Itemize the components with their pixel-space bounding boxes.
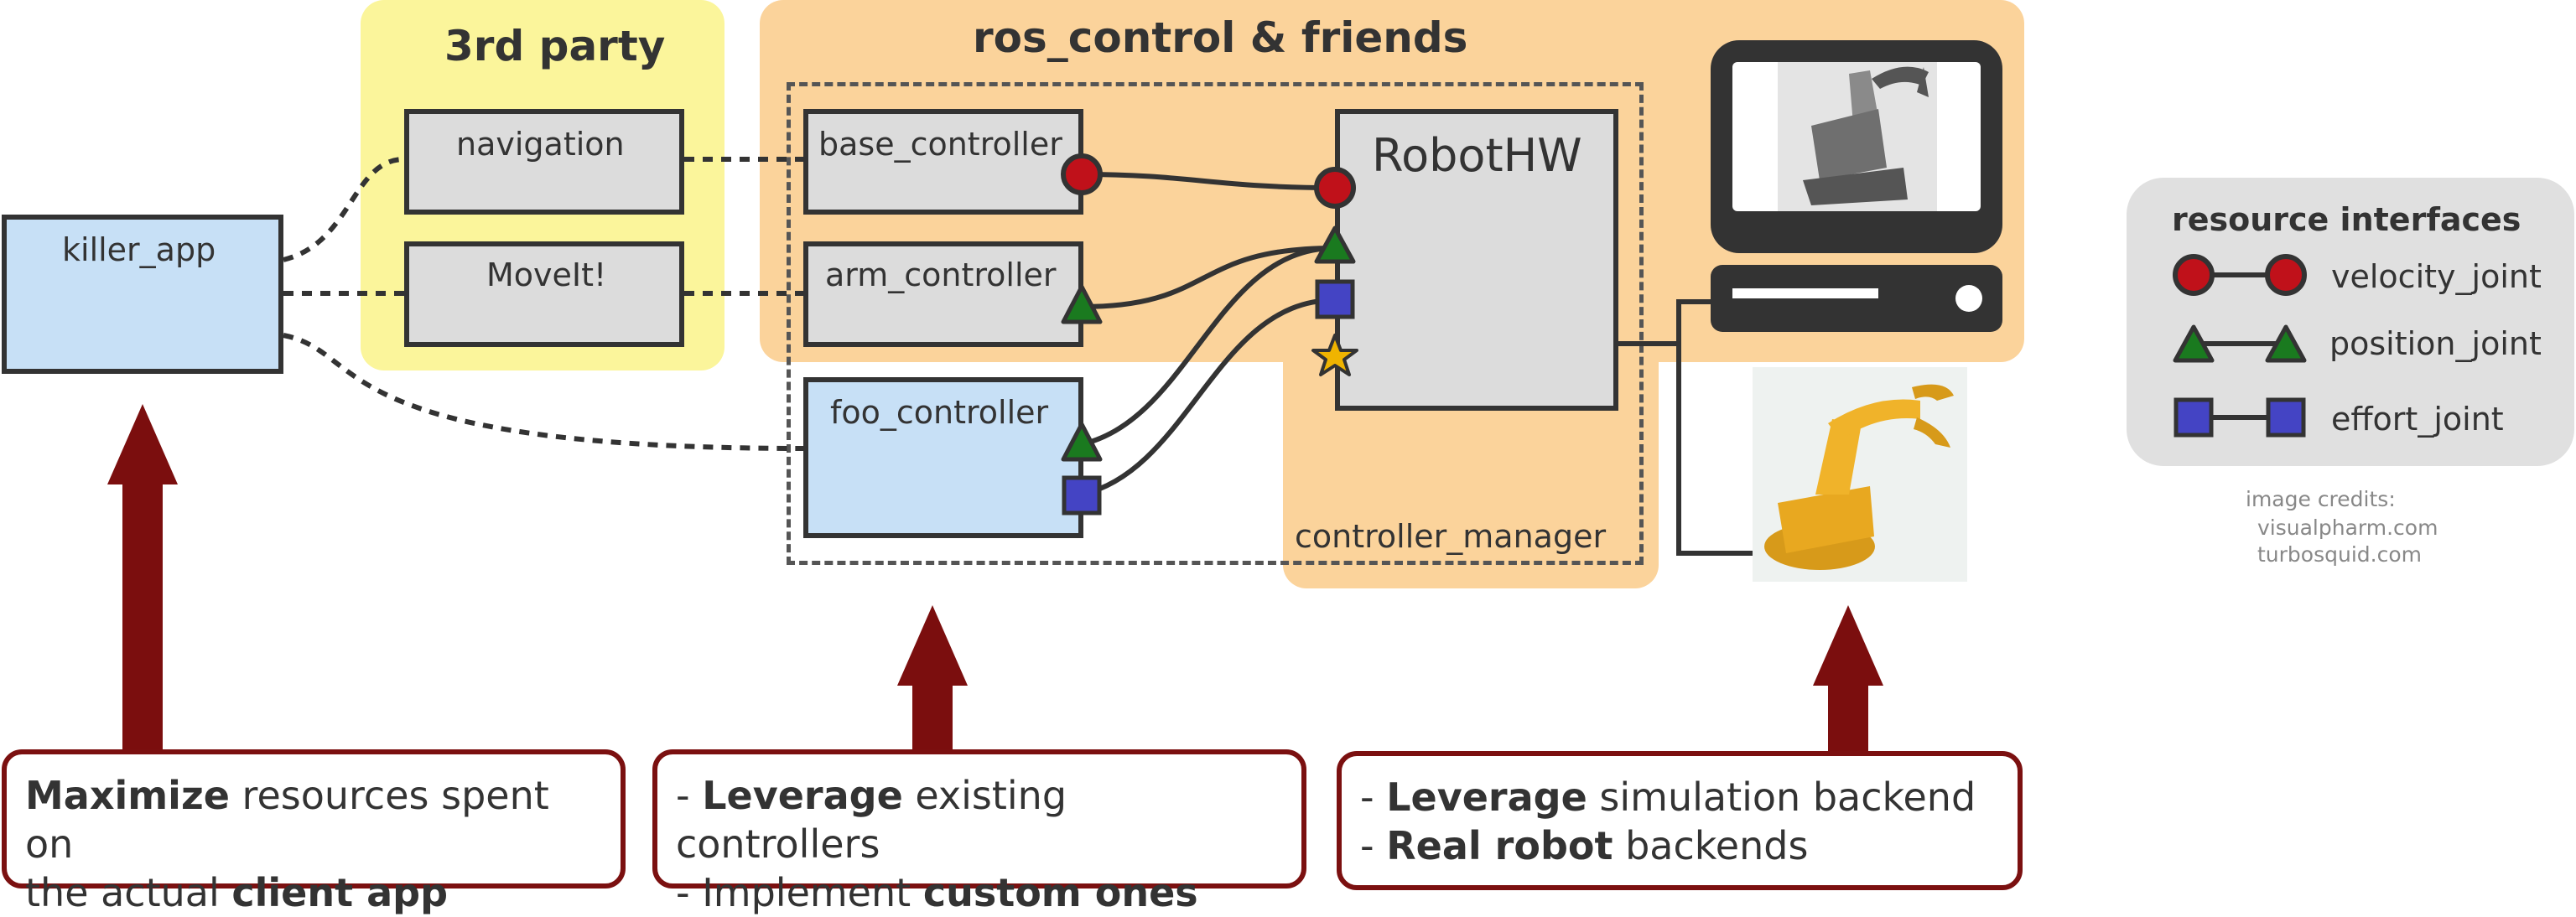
right-arrow-icon: [1813, 605, 1883, 751]
foo-effort-link: [1081, 298, 1336, 497]
base-controller-box: base_controller: [803, 109, 1083, 215]
upward-arrows: [107, 404, 1883, 751]
base-controller-label: base_controller: [818, 126, 1062, 163]
callout-line: - Leverage simulation backend: [1360, 775, 1976, 820]
robot-arm-orange-image: [1753, 367, 1967, 582]
position-legend-icon: [2173, 324, 2215, 363]
moveit-label: MoveIt!: [486, 256, 607, 293]
killer-app-box: killer_app: [2, 215, 283, 374]
moveit-box: MoveIt!: [404, 241, 684, 347]
monitor-icon: [1711, 40, 2002, 253]
arm-controller-box: arm_controller: [803, 241, 1083, 347]
velocity-link: [1081, 172, 1336, 190]
foo-controller-label: foo_controller: [830, 394, 1049, 431]
callout-line: - Implement custom ones: [676, 870, 1198, 915]
controller-manager-boundary: [787, 82, 1644, 565]
robothw-box: RobotHW: [1335, 109, 1618, 411]
effort-joint-label: effort_joint: [2331, 401, 2504, 438]
credit-line: visualpharm.com: [2257, 515, 2438, 540]
credit-line: turbosquid.com: [2257, 542, 2422, 567]
computer-case-icon: [1711, 265, 2002, 332]
velocity-legend-icon: [2173, 254, 2215, 296]
arm-controller-label: arm_controller: [825, 256, 1057, 293]
foo-controller-box: foo_controller: [803, 377, 1083, 538]
callout-line: - Real robot backends: [1360, 823, 1809, 868]
robothw-position-port: [1314, 225, 1356, 264]
star-icon: [1311, 334, 1358, 376]
connection-lines: [283, 157, 1761, 556]
killer-navigation-link: [283, 157, 405, 262]
foo-position-link: [1081, 246, 1336, 447]
robothw-computer-link: [1618, 299, 1712, 346]
client-app-callout: Maximize resources spent on the actual c…: [2, 749, 626, 915]
image-credits-title: image credits:: [2246, 487, 2396, 511]
position-legend-icon-right: [2265, 324, 2307, 363]
markers-layer: [107, 40, 2307, 751]
navigation-label: navigation: [456, 126, 625, 163]
arm-position-port: [1061, 284, 1103, 324]
killer-app-label: killer_app: [62, 231, 216, 268]
foo-effort-port: [1062, 475, 1102, 515]
robothw-velocity-port: [1314, 167, 1356, 209]
callout-line: the actual client app: [25, 870, 449, 915]
left-arrow-icon: [107, 404, 178, 751]
controller-manager-label: controller_manager: [1295, 518, 1607, 555]
callout-line: Maximize resources spent on: [25, 773, 549, 867]
position-joint-label: position_joint: [2329, 325, 2542, 362]
effort-legend-icon: [2174, 397, 2214, 438]
robothw-robot-link: [1676, 344, 1761, 556]
effort-legend-icon-right: [2266, 397, 2306, 438]
foo-position-port: [1061, 422, 1103, 462]
ros-control-title: ros_control & friends: [973, 13, 1468, 62]
third-party-title: 3rd party: [444, 22, 666, 70]
base-velocity-port: [1061, 153, 1103, 195]
robothw-effort-port: [1315, 279, 1355, 319]
controllers-callout: - Leverage existing controllers - Implem…: [652, 749, 1306, 915]
velocity-joint-label: velocity_joint: [2331, 258, 2542, 295]
resource-interfaces-title: resource interfaces: [2172, 201, 2521, 238]
velocity-legend-icon-right: [2265, 254, 2307, 296]
callout-line: - Leverage existing controllers: [676, 773, 1067, 867]
legend-shapes: [2173, 254, 2307, 438]
middle-arrow-icon: [897, 605, 968, 751]
arm-position-link: [1081, 246, 1336, 309]
navigation-box: navigation: [404, 109, 684, 215]
backends-callout: - Leverage simulation backend - Real rob…: [1337, 751, 2023, 890]
robothw-label: RobotHW: [1372, 129, 1582, 182]
